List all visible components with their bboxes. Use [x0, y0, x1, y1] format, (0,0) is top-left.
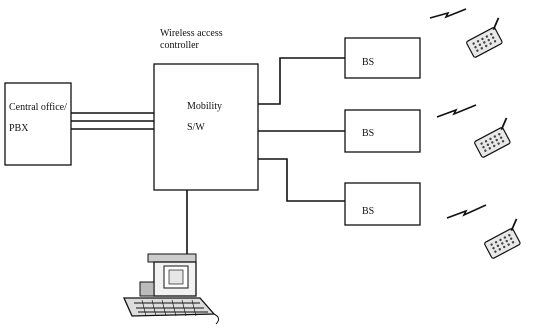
base-station-3 [344, 182, 421, 226]
radio-link-icon-1 [429, 8, 467, 19]
controller-caption-line2: controller [160, 40, 200, 51]
central-office-label-line2: PBX [9, 123, 29, 134]
base-station-3-label: BS [362, 206, 374, 217]
radio-link-icon-3 [446, 204, 487, 219]
controller-label-line2: S/W [187, 122, 205, 133]
link-bs-3 [258, 158, 345, 202]
controller-caption-line1: Wireless access [160, 28, 223, 39]
wireless-access-controller-box [153, 63, 259, 191]
cordless-handset-icon-3 [484, 218, 521, 259]
central-office-label-line1: Central office/ [9, 102, 67, 113]
base-station-1-label: BS [362, 57, 374, 68]
base-station-1 [344, 37, 421, 79]
computer-terminal-icon [122, 253, 220, 325]
cordless-handset-icon-2 [474, 117, 511, 158]
central-office-box [4, 82, 72, 166]
controller-label-line1: Mobility [187, 101, 222, 112]
link-bs-1 [258, 57, 345, 105]
base-station-2-label: BS [362, 128, 374, 139]
base-station-2 [344, 109, 421, 153]
radio-link-icon-2 [436, 104, 477, 118]
cordless-handset-icon-1 [466, 17, 503, 58]
